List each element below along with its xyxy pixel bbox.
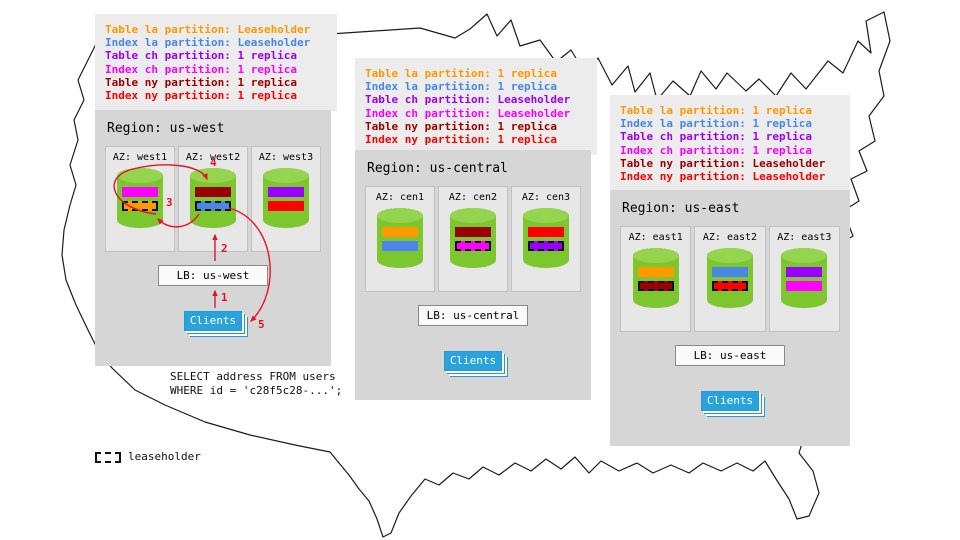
region-title: Region: us-east (622, 201, 740, 216)
az-row: AZ: east1 AZ: east2 AZ: east3 (620, 226, 840, 332)
region-us-east: Region: us-east AZ: east1 AZ: east2 AZ: … (610, 190, 850, 446)
az-label: AZ: cen1 (375, 192, 425, 203)
replica-bar (268, 187, 304, 197)
partition-line: Index ny partition: 1 replica (105, 89, 298, 103)
az-panel-cen2: AZ: cen2 (438, 186, 508, 292)
replica-bar (122, 187, 158, 197)
arrow-step-label: 1 (221, 291, 228, 304)
az-label: AZ: east3 (777, 232, 832, 243)
replica-bar (382, 241, 418, 251)
partition-line: Table la partition: 1 replica (620, 104, 813, 117)
az-panel-west1: AZ: west1 (105, 146, 175, 252)
partition-line: Index ny partition: Leaseholder (620, 170, 826, 184)
leaseholder-legend-swatch (95, 451, 121, 463)
replica-bar (268, 201, 304, 211)
load-balancer-box: LB: us-east (675, 345, 785, 366)
partition-info-us-west: Table la partition: Leaseholder Index la… (95, 14, 337, 112)
database-node-cylinder (523, 208, 569, 268)
az-panel-east3: AZ: east3 (768, 226, 840, 332)
replica-bar (711, 267, 748, 277)
replica-bar (711, 281, 748, 291)
replica-bar (382, 227, 418, 237)
sql-line-2: WHERE id = 'c28f5c28-...'; (170, 384, 343, 397)
replica-bar (455, 227, 491, 237)
database-node-cylinder (781, 248, 828, 308)
partition-line: Table ny partition: 1 replica (365, 119, 558, 133)
partition-line: Index la partition: Leaseholder (105, 36, 311, 50)
arrow-step-label: 4 (210, 156, 217, 169)
az-label: AZ: west2 (185, 152, 241, 163)
load-balancer-box: LB: us-central (418, 305, 528, 326)
replica-bar (637, 267, 674, 277)
partition-line: Index ch partition: 1 replica (620, 143, 813, 157)
az-label: AZ: east1 (628, 232, 683, 243)
partition-info-us-east: Table la partition: 1 replica Index la p… (610, 95, 850, 193)
partition-line: Table ch partition: Leaseholder (365, 93, 571, 107)
az-label: AZ: west1 (112, 152, 168, 163)
database-node-cylinder (377, 208, 423, 268)
clients-box: Clients (184, 311, 242, 331)
database-node-cylinder (117, 168, 163, 228)
partition-line: Table ch partition: 1 replica (620, 130, 813, 144)
sql-query-text: SELECT address FROM users WHERE id = 'c2… (170, 370, 342, 398)
region-us-west: Region: us-west AZ: west1 AZ: west2 AZ: … (95, 110, 331, 366)
az-panel-east1: AZ: east1 (620, 226, 692, 332)
az-panel-west3: AZ: west3 (251, 146, 321, 252)
az-panel-cen1: AZ: cen1 (365, 186, 435, 292)
replica-bar (637, 281, 674, 291)
replica-bar (195, 187, 231, 197)
az-panel-cen3: AZ: cen3 (511, 186, 581, 292)
arrow-step-label: 3 (166, 196, 173, 209)
replica-bar (455, 241, 491, 251)
partition-line: Table la partition: Leaseholder (105, 23, 311, 36)
partition-line: Index la partition: 1 replica (620, 117, 813, 131)
partition-line: Table ch partition: 1 replica (105, 49, 298, 63)
clients-box: Clients (701, 391, 759, 411)
database-node-cylinder (706, 248, 753, 308)
leaseholder-legend: leaseholder (95, 450, 201, 463)
partition-line: Index ch partition: 1 replica (105, 62, 298, 76)
region-title: Region: us-west (107, 121, 225, 136)
database-node-cylinder (190, 168, 236, 228)
database-node-cylinder (450, 208, 496, 268)
partition-line: Table la partition: 1 replica (365, 67, 558, 80)
arrow-step-label: 5 (258, 318, 265, 331)
partition-line: Index ch partition: Leaseholder (365, 106, 571, 120)
replica-bar (528, 241, 564, 251)
region-us-central: Region: us-central AZ: cen1 AZ: cen2 AZ:… (355, 150, 591, 400)
partition-line: Index la partition: 1 replica (365, 80, 558, 94)
az-panel-east2: AZ: east2 (694, 226, 766, 332)
partition-line: Table ny partition: Leaseholder (620, 156, 826, 170)
database-node-cylinder (632, 248, 679, 308)
database-node-cylinder (263, 168, 309, 228)
clients-box: Clients (444, 351, 502, 371)
replica-bar (528, 227, 564, 237)
partition-info-us-central: Table la partition: 1 replica Index la p… (355, 58, 597, 156)
replica-bar (195, 201, 231, 211)
az-label: AZ: cen3 (521, 192, 571, 203)
az-label: AZ: cen2 (448, 192, 498, 203)
partition-line: Table ny partition: 1 replica (105, 75, 298, 89)
az-row: AZ: cen1 AZ: cen2 AZ: cen3 (365, 186, 581, 292)
sql-line-1: SELECT address FROM users (170, 370, 336, 383)
replica-bar (122, 201, 158, 211)
replica-bar (786, 267, 823, 277)
arrow-step-label: 2 (221, 242, 228, 255)
legend-label: leaseholder (128, 450, 201, 463)
region-title: Region: us-central (367, 161, 508, 176)
az-label: AZ: east2 (702, 232, 758, 243)
replica-bar (786, 281, 823, 291)
az-label: AZ: west3 (258, 152, 314, 163)
load-balancer-box: LB: us-west (158, 265, 268, 286)
partition-line: Index ny partition: 1 replica (365, 133, 558, 147)
